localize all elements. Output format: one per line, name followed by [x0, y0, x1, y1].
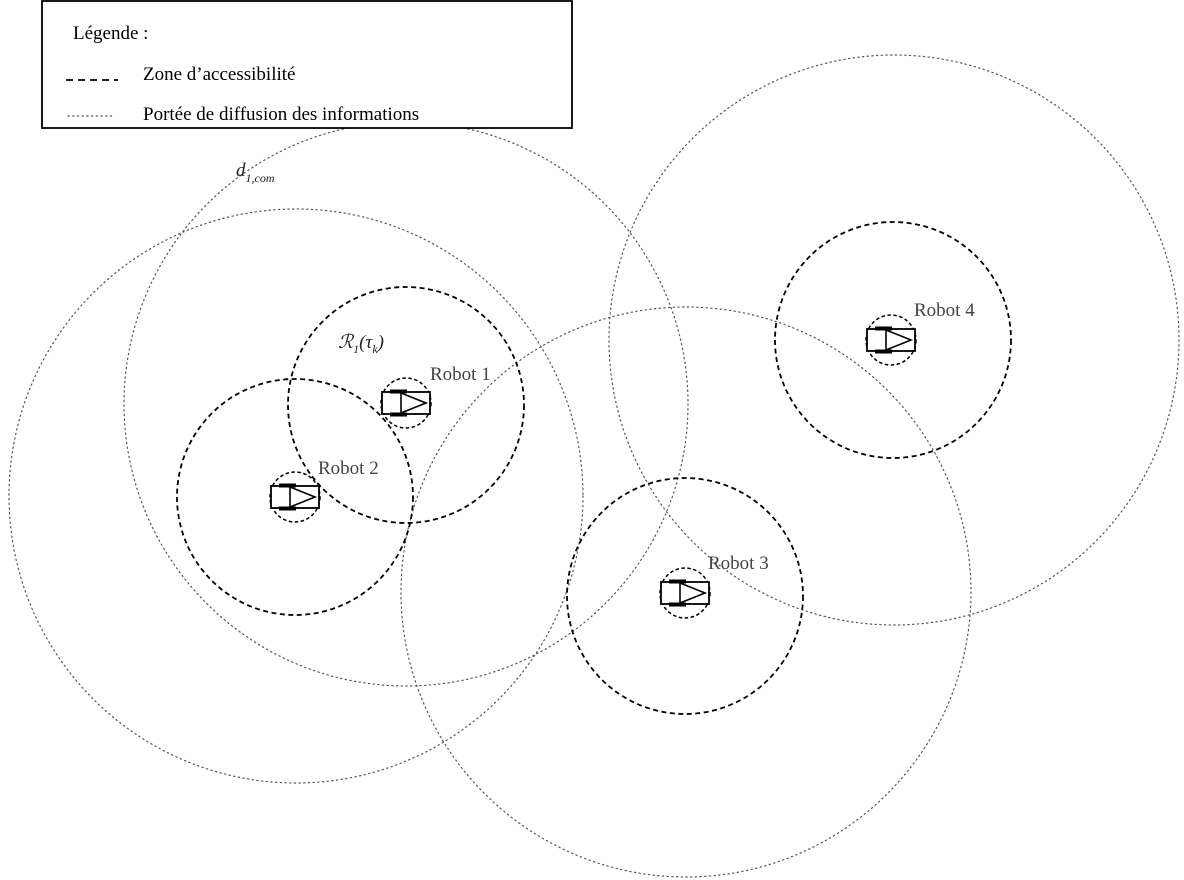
- reach-zone-symbol: ℛ: [338, 332, 355, 353]
- robot-robot-4: [865, 314, 917, 366]
- broadcast-range-robot-4: [608, 54, 1180, 626]
- reach-zone-subscript-2: k: [372, 342, 378, 356]
- robot-icon: [866, 326, 916, 354]
- accessibility-zone-robot-2: [176, 378, 414, 616]
- broadcast-ranges: [8, 54, 1180, 878]
- legend: Légende : Zone d’accessibilité Portée de…: [41, 0, 573, 129]
- accessibility-zone-robot-1: [287, 286, 525, 524]
- comm-range-label: d1,com: [236, 160, 275, 185]
- reach-zone-paren-open: (τ: [359, 332, 373, 353]
- comm-range-symbol: d: [236, 160, 246, 181]
- robot-icon: [381, 389, 431, 417]
- accessibility-zones: [176, 221, 1012, 715]
- comm-range-subscript: 1,com: [246, 171, 275, 185]
- reach-zone-subscript-1: 1: [353, 342, 359, 356]
- robot-footprint: [865, 314, 917, 366]
- robot-label-robot-4: Robot 4: [914, 300, 975, 321]
- robot-footprint: [269, 471, 321, 523]
- accessibility-zone-robot-3: [566, 477, 804, 715]
- robot-robot-3: [659, 567, 711, 619]
- broadcast-range-robot-2: [8, 208, 584, 784]
- legend-title: Légende :: [73, 23, 148, 44]
- legend-entry-accessibility: Zone d’accessibilité: [143, 64, 295, 85]
- robot-footprint: [380, 377, 432, 429]
- robot-robot-1: [380, 377, 432, 429]
- broadcast-range-robot-1: [123, 121, 689, 687]
- broadcast-range-robot-3: [400, 306, 972, 878]
- robot-icon: [270, 483, 320, 511]
- robot-footprint: [659, 567, 711, 619]
- accessibility-zone-robot-4: [774, 221, 1012, 459]
- reach-zone-label: ℛ1(τk): [338, 332, 384, 356]
- robot-label-robot-2: Robot 2: [318, 458, 379, 479]
- reach-zone-paren-close: ): [377, 332, 384, 353]
- robot-label-robot-3: Robot 3: [708, 553, 769, 574]
- robot-icon: [660, 579, 710, 607]
- robot-robot-2: [269, 471, 321, 523]
- legend-frame: [41, 0, 573, 129]
- robot-label-robot-1: Robot 1: [430, 364, 491, 385]
- legend-entry-broadcast: Portée de diffusion des informations: [143, 104, 419, 125]
